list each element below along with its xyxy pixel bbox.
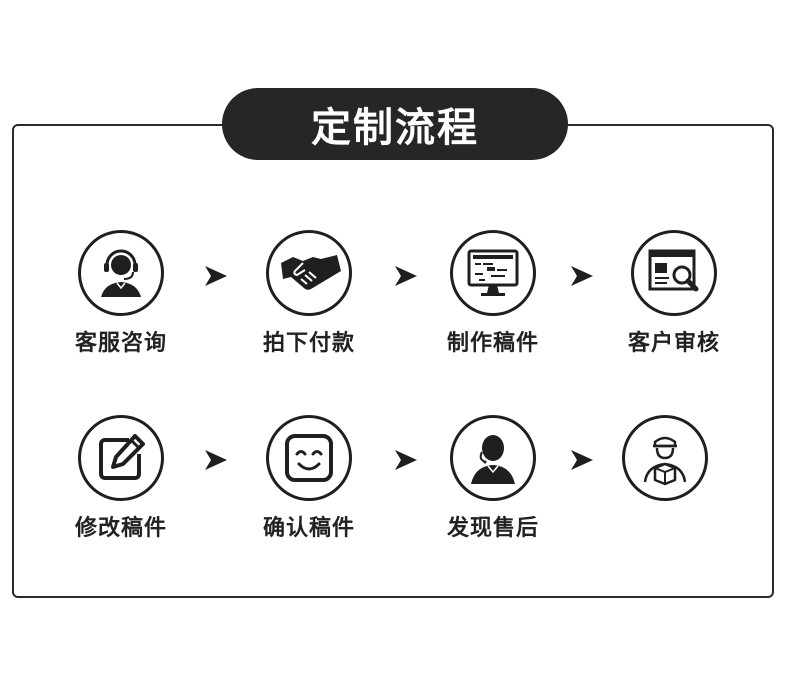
- page-title: 定制流程: [222, 88, 568, 160]
- step-production: 制作稿件: [423, 230, 563, 358]
- arrow-right-icon: [203, 264, 229, 288]
- step-customer-consult: 客服咨询: [51, 230, 191, 358]
- step-label: 确认稿件: [262, 516, 355, 541]
- monitor-design-icon: [450, 230, 536, 316]
- step-payment: 拍下付款: [239, 230, 379, 358]
- arrow-right-icon: [203, 448, 229, 472]
- step-delivery: [595, 415, 735, 543]
- step-revise: 修改稿件: [51, 415, 191, 543]
- smiley-confirm-icon: [266, 415, 352, 501]
- step-label: 修改稿件: [74, 516, 167, 541]
- handshake-icon: [266, 230, 352, 316]
- after-sales-agent-icon: [450, 415, 536, 501]
- step-label: 客户审核: [627, 331, 720, 356]
- document-search-icon: [631, 230, 717, 316]
- step-label: [595, 515, 735, 543]
- step-confirm: 确认稿件: [239, 415, 379, 543]
- step-label: 制作稿件: [446, 331, 539, 356]
- step-label: 客服咨询: [74, 331, 167, 356]
- customer-service-icon: [78, 230, 164, 316]
- arrow-right-icon: [569, 264, 595, 288]
- step-customer-review: 客户审核: [604, 230, 744, 358]
- arrow-right-icon: [393, 264, 419, 288]
- arrow-right-icon: [393, 448, 419, 472]
- step-after-sales: 发现售后: [423, 415, 563, 543]
- step-label: 发现售后: [446, 516, 539, 541]
- arrow-right-icon: [569, 448, 595, 472]
- delivery-courier-icon: [622, 415, 708, 501]
- edit-icon: [78, 415, 164, 501]
- step-label: 拍下付款: [262, 331, 355, 356]
